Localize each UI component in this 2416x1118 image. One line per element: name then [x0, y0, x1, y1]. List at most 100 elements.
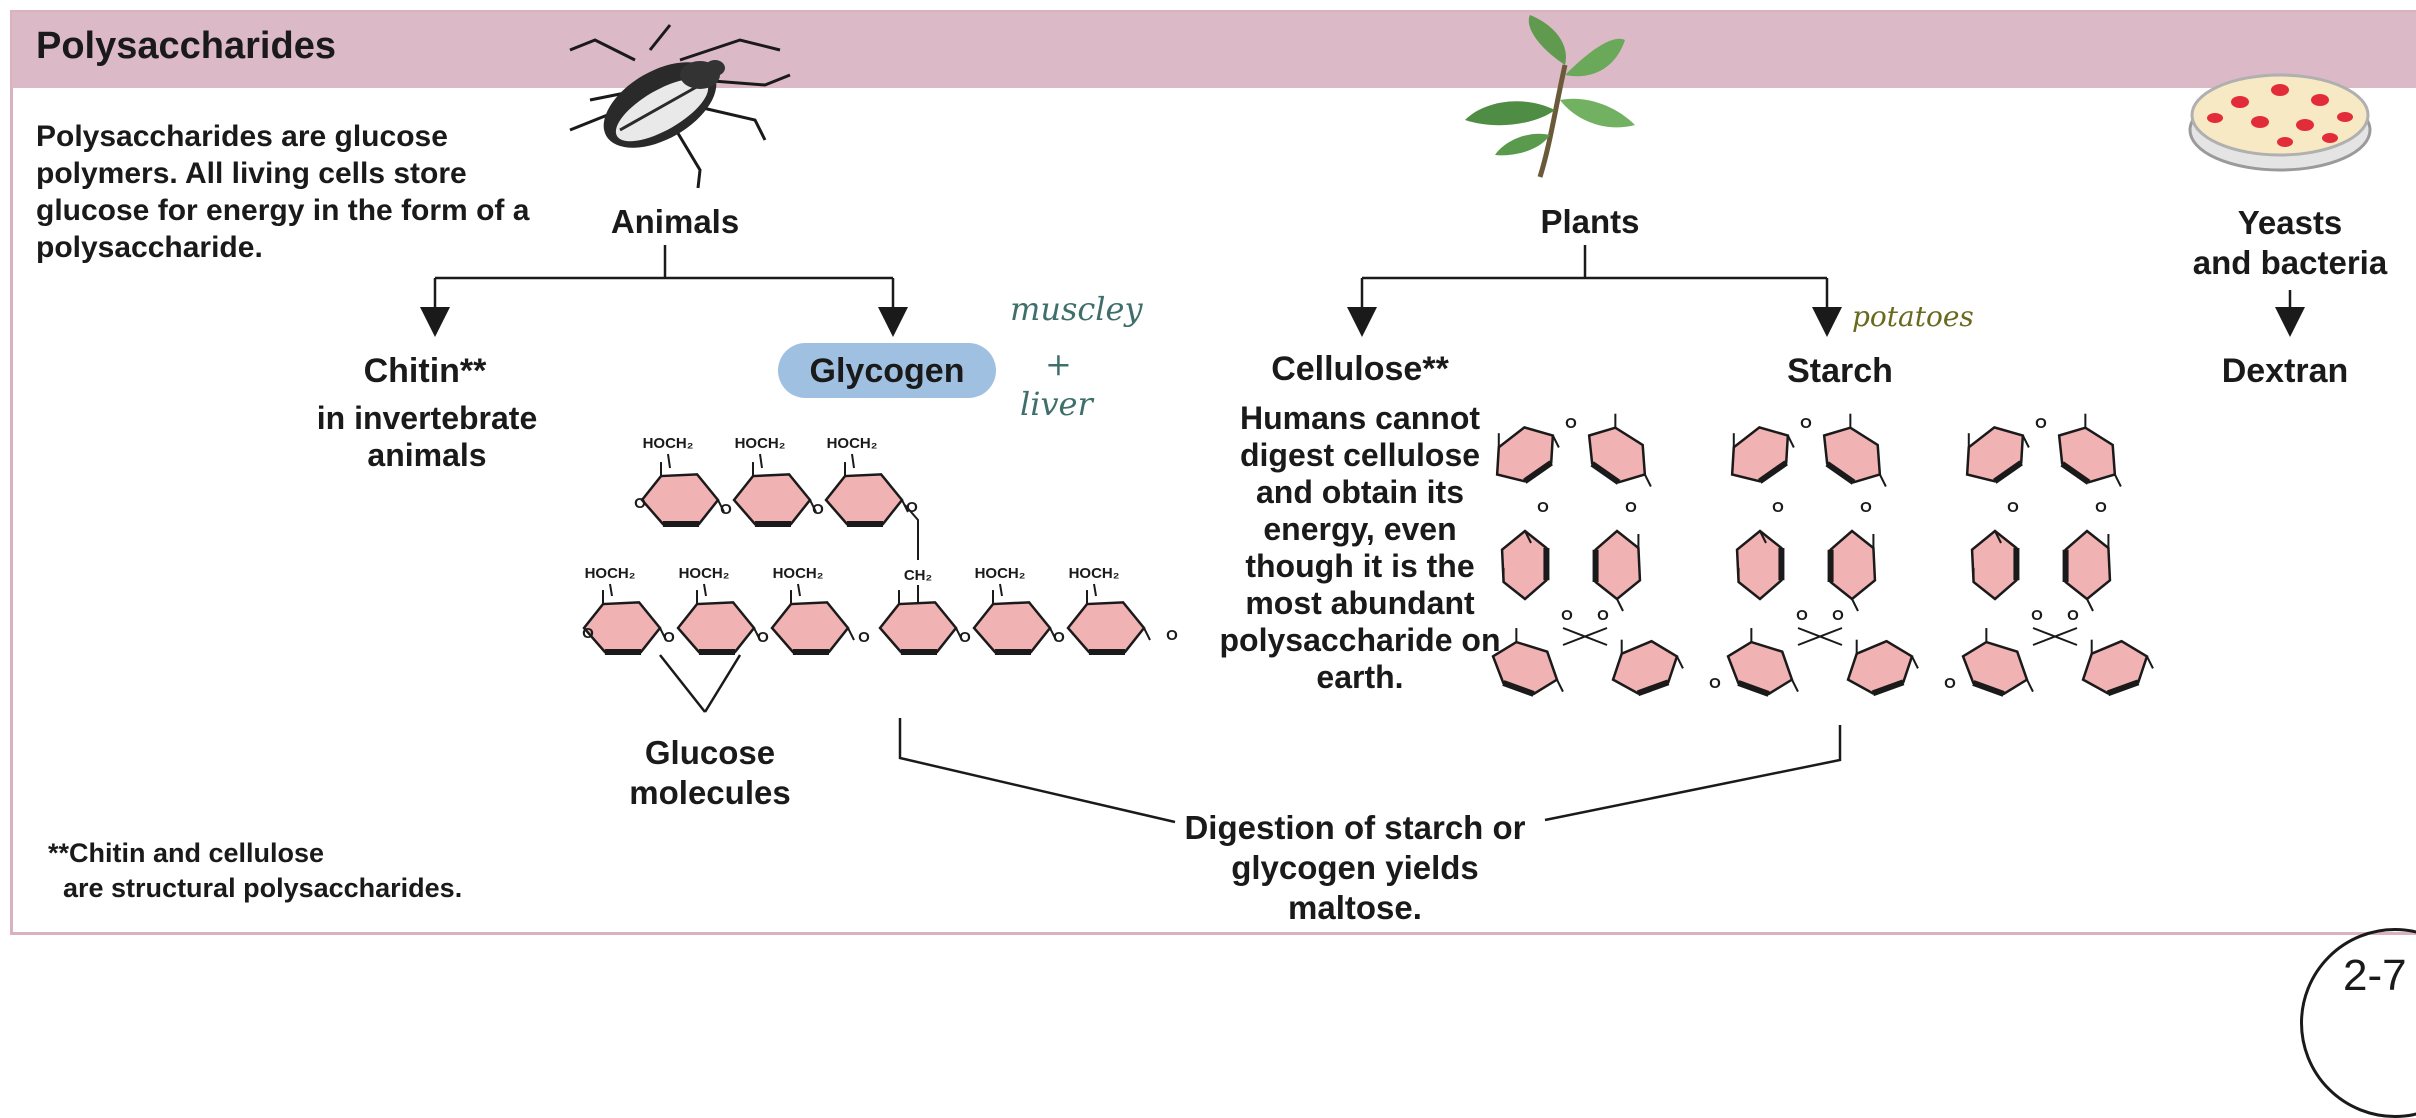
- glycogen-main-hoch2-0: HOCH₂: [585, 565, 636, 582]
- starch-cluster-1-ring-1-bold-edge: [1825, 461, 1856, 485]
- starch-cluster-1-ring-4-tick2: [1791, 679, 1799, 693]
- starch-cluster-1-ring-1: [1822, 426, 1882, 484]
- starch-cluster-1-o-left: O: [1772, 499, 1784, 516]
- starch-cluster-2-ring-3: [2064, 529, 2112, 601]
- glycogen-label: Glycogen: [809, 352, 965, 390]
- starch-cluster-0-ring-1-bold-edge: [1590, 461, 1621, 485]
- glycogen-main-bond-5: [1093, 583, 1097, 597]
- glycogen-main-ring-2-tick2: [847, 627, 855, 641]
- glycogen-main-o-start: O: [582, 625, 594, 642]
- animals-label: Animals: [610, 203, 740, 240]
- starch-cluster-1-o-top: O: [1800, 415, 1812, 432]
- chitin-description: in invertebrate animals: [316, 400, 538, 473]
- glycogen-main-ring-0: [582, 601, 662, 654]
- starch-cluster-2-ring-4: [1961, 640, 2029, 696]
- dextran-label: Dextran: [2221, 352, 2349, 390]
- starch-cluster-0-ring-2-tick2: [1524, 530, 1532, 544]
- glycogen-main-ring-1: [676, 601, 756, 654]
- starch-cluster-2-ring-3-tick2: [2086, 598, 2094, 612]
- handwritten-liver: liver: [1020, 385, 1093, 423]
- starch-cluster-1-ring-3: [1829, 529, 1877, 601]
- header-band: [12, 12, 2416, 88]
- branch-link: [904, 504, 919, 560]
- starch-cluster-0-o-mid2: O: [1597, 607, 1609, 624]
- glycogen-main-ring-4-tick2: [1049, 627, 1057, 641]
- cellulose-label: Cellulose**: [1271, 350, 1449, 388]
- glycogen-top-hoch2-2: HOCH₂: [827, 435, 878, 452]
- tree-connectors: [420, 245, 2305, 824]
- page-title: Polysaccharides: [36, 25, 336, 67]
- glycogen-main-o-1: O: [757, 629, 769, 646]
- cellulose-description: Humans cannot digest cellulose and obtai…: [1219, 400, 1501, 695]
- glucose-molecules-label: Glucose molecules: [629, 734, 791, 811]
- glycogen-highlight: [778, 343, 996, 398]
- starch-cluster-2-o-right: O: [2095, 499, 2107, 516]
- starch-cluster-0-ring-1: [1587, 426, 1647, 484]
- starch-cluster-0-o-link: O: [1709, 675, 1721, 692]
- glycogen-top-o-start: O: [634, 495, 646, 512]
- glycogen-top-o-2: O: [906, 499, 918, 516]
- starch-cluster-1-ring-3-tick2: [1851, 598, 1859, 612]
- glycogen-main-o-3: O: [959, 629, 971, 646]
- starch-cluster-1-cross-2: [1797, 627, 1843, 646]
- glycogen-main-hoch2-1: HOCH₂: [679, 565, 730, 582]
- starch-cluster-2-cross-2: [2032, 627, 2078, 646]
- starch-cluster-2-ring-1: [2057, 426, 2117, 484]
- glycogen-main-ring-5-tick2: [1143, 627, 1151, 641]
- starch-cluster-1-ring-0-bold-edge: [1758, 460, 1788, 484]
- starch-cluster-1-ring-5-tick2: [1911, 655, 1919, 669]
- digestion-note: Digestion of starch or glycogen yields m…: [1184, 809, 1526, 926]
- glycogen-main-ring-3-tick2: [955, 627, 963, 641]
- glycogen-top-ring-0-tick2: [717, 499, 725, 513]
- glycogen-main-ring-3: [878, 601, 958, 654]
- glycogen-main-hoch2-4: HOCH₂: [975, 565, 1026, 582]
- starch-cluster-2-ring-2-tick2: [1994, 530, 2002, 544]
- starch-cluster-2-ring-4-tick2: [2026, 679, 2034, 693]
- glycogen-main-ring-4: [972, 601, 1052, 654]
- intro-text: Polysaccharides are glucose polymers. Al…: [36, 120, 530, 264]
- starch-cluster-2-ring-4-bold-edge: [1972, 680, 2005, 697]
- branch-ch2: CH₂: [904, 567, 932, 584]
- glycogen-main-bond-1: [703, 583, 707, 597]
- handwritten-potatoes: potatoes: [1852, 300, 1974, 333]
- starch-cluster-1-ring-0: [1730, 426, 1790, 483]
- petri-dish-icon: [2188, 73, 2372, 172]
- glycogen-main-bond-0: [609, 583, 613, 597]
- glycogen-top-ring-1: [732, 473, 812, 526]
- handwritten-muscle: muscley: [1010, 290, 1143, 328]
- starch-cluster-0-o-top: O: [1565, 415, 1577, 432]
- starch-cluster-1-o-mid: O: [1796, 607, 1808, 624]
- starch-cluster-2-ring-2: [1970, 529, 2018, 601]
- starch-cluster-2-o-top: O: [2035, 415, 2047, 432]
- starch-cluster-2-o-mid2: O: [2067, 607, 2079, 624]
- glycogen-main-bond-4: [999, 583, 1003, 597]
- starch-cluster-0-ring-1-tick2: [1643, 474, 1652, 487]
- starch-cluster-2-o-mid: O: [2031, 607, 2043, 624]
- starch-cluster-2-ring-0-tick2: [2021, 435, 2030, 448]
- starch-cluster-2-ring-1-tick2: [2113, 474, 2122, 487]
- glycogen-top-o-1: O: [812, 501, 824, 518]
- starch-cluster-1-ring-0-tick2: [1786, 435, 1795, 448]
- plant-sprig-icon: [1465, 15, 1635, 178]
- glycogen-main-o-end: O: [1166, 627, 1178, 644]
- yeasts-label: Yeasts and bacteria: [2193, 203, 2387, 283]
- glycogen-top-hoch2-0: HOCH₂: [643, 435, 694, 452]
- glycogen-top-bond-2: [851, 453, 855, 469]
- page-number: 2-7: [2343, 951, 2407, 1000]
- glycogen-top-ring-2: [824, 473, 904, 526]
- starch-cluster-0-ring-0-tick2: [1551, 435, 1560, 448]
- starch-cluster-0-ring-4-tick2: [1556, 679, 1564, 693]
- starch-label: Starch: [1787, 352, 1893, 390]
- starch-cluster-2-ring-0-bold-edge: [1993, 460, 2023, 484]
- starch-cluster-1-ring-5-bold-edge: [1871, 679, 1905, 697]
- starch-cluster-2-ring-5-bold-edge: [2106, 679, 2140, 697]
- diagram-panel: [10, 10, 2416, 935]
- starch-cluster-1-o-mid2: O: [1832, 607, 1844, 624]
- starch-cluster-0-ring-4-bold-edge: [1502, 680, 1535, 697]
- glycogen-main-o-2: O: [858, 629, 870, 646]
- starch-cluster-1-ring-2: [1735, 529, 1783, 601]
- starch-cluster-0-ring-0-bold-edge: [1523, 460, 1553, 484]
- glycogen-top-ring-0: [640, 473, 720, 526]
- footnote: **Chitin and cellulose are structural po…: [48, 838, 463, 903]
